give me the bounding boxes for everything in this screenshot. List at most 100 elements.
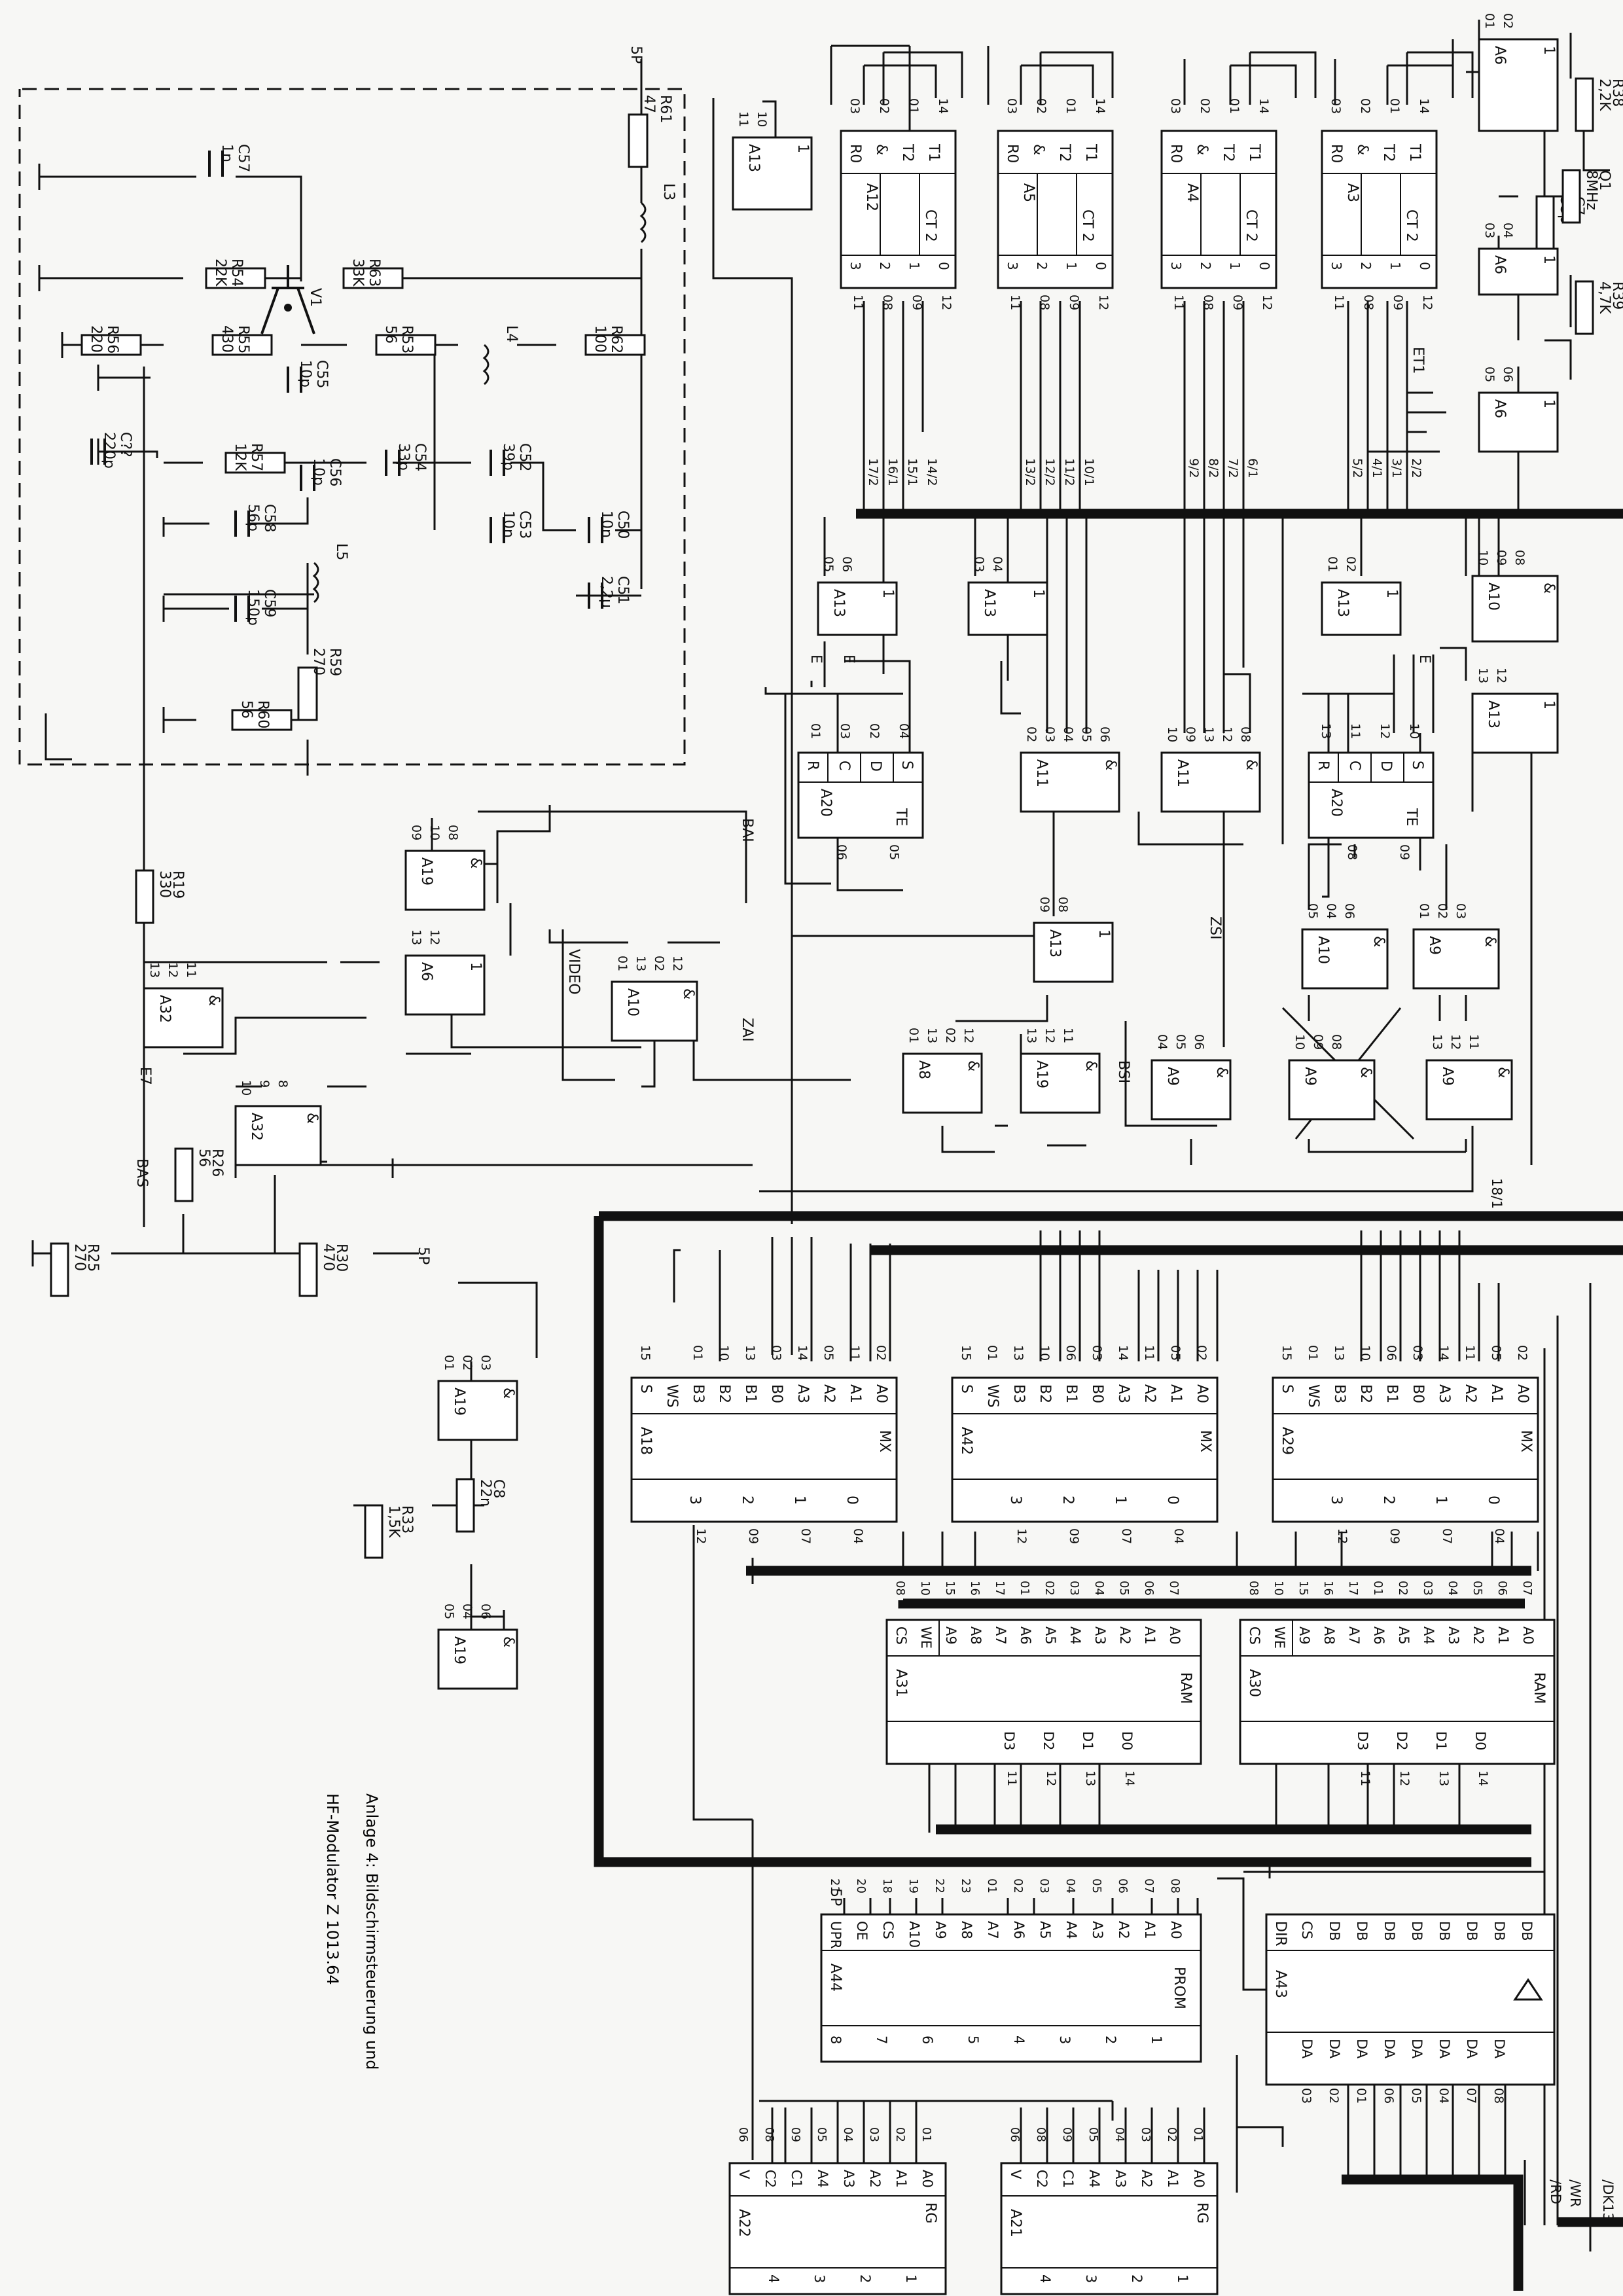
ram-dividers [887, 1620, 1201, 1722]
bus-tap-label: 13/2 [1023, 458, 1037, 486]
transistor-symbol [260, 265, 315, 334]
gate-op: & [1495, 1067, 1511, 1078]
mux-top-pin: 05 [1168, 1345, 1183, 1361]
component-ref: R19 [169, 870, 186, 899]
mux-out-pin: 04 [1171, 1528, 1186, 1544]
ram-name: A30 [1246, 1669, 1262, 1697]
prom-out-label: 6 [919, 2036, 935, 2044]
mux-top-pin: 02 [1194, 1345, 1209, 1361]
gate-op: 1 [1541, 399, 1557, 408]
gate-pin: 8 [276, 1080, 290, 1088]
counter-top-pin: 02 [1358, 98, 1372, 114]
resistor-body [211, 334, 273, 356]
resistor-body [205, 267, 266, 289]
bus-tap-label: 4/1 [1370, 458, 1384, 478]
resistor-body [628, 113, 649, 168]
component-ref: C58 [261, 504, 277, 532]
ram-pin-label: A8 [968, 1626, 984, 1645]
gate-name: A11 [1174, 759, 1190, 787]
component-l4: L4 [482, 325, 520, 386]
mux-out-label: 2 [1380, 1496, 1397, 1505]
mux-pin-label: B3 [1331, 1384, 1347, 1403]
counter-out-label: 2 [1198, 262, 1213, 270]
component-body [174, 1147, 194, 1202]
gate-op: 1 [1541, 255, 1557, 264]
ram-top-pin: 08 [1247, 1581, 1260, 1596]
counter-dividers [841, 173, 955, 256]
component-ref: C8 [490, 1479, 507, 1498]
component-ref: C53 [516, 511, 533, 539]
caption-line-2: HF-Modulator Z 1013.64 [323, 1793, 342, 1985]
counter-name: A4 [1184, 183, 1200, 202]
ram-name: A31 [893, 1669, 909, 1697]
component-ref: C?? [117, 432, 134, 457]
bus-tap-label: 17/2 [866, 458, 880, 486]
mux-pin-label: A2 [1462, 1384, 1478, 1403]
mux-top-pin: 15 [638, 1345, 652, 1361]
gate-body [732, 136, 813, 211]
counter-bottom-pin: 09 [910, 295, 924, 310]
mux-pin-label: S [958, 1384, 974, 1393]
counter-pin-label: & [1030, 144, 1046, 155]
counter-pin-label: R0 [847, 144, 863, 163]
component-value: 10n [598, 511, 615, 538]
mux-top-pin: 06 [1384, 1345, 1399, 1361]
gate-pin: 10 [1293, 1034, 1307, 1050]
component-l3: L3 [639, 183, 677, 243]
ram-pin-label: A0 [1167, 1626, 1183, 1645]
mux-top-pin: 11 [1463, 1345, 1477, 1361]
mux-top-pin: 11 [847, 1345, 862, 1361]
counter-top-pin: 03 [1005, 98, 1019, 114]
ram-pin-label: A3 [1092, 1626, 1108, 1645]
component-value: 100 [592, 325, 608, 353]
gate-body [1321, 581, 1402, 636]
shiftreg-pin-label: A4 [1086, 2170, 1102, 2188]
mux-pin-label: B0 [768, 1384, 785, 1403]
component-body [364, 1504, 383, 1559]
gate-pin: 02 [652, 956, 666, 971]
counter-out-label: 3 [1168, 262, 1184, 270]
flipflop-pin-label: S [1409, 761, 1425, 770]
bus-edge-label: /WR [1567, 2179, 1583, 2207]
component-ref: C55 [313, 360, 330, 388]
bus-tap-label: 16/1 [885, 458, 900, 486]
resistor-body [231, 709, 293, 731]
gate-name: A32 [156, 995, 173, 1023]
gate-name: A6 [1491, 399, 1508, 418]
mux-pin-label: B2 [1037, 1384, 1053, 1403]
counter-pin-label: T2 [899, 143, 916, 162]
mux-top-pin: 01 [1306, 1345, 1320, 1361]
power-label: 5P [415, 1247, 431, 1265]
mux-pin-label: A0 [873, 1384, 889, 1403]
shiftreg-top-pin: 08 [1034, 2127, 1048, 2142]
gate-name: A9 [1426, 936, 1442, 955]
counter-pin-label: T2 [1220, 143, 1236, 162]
rf-module-boundary [18, 88, 686, 766]
mux-top-pin: 10 [1358, 1345, 1372, 1361]
mux-pin-label: WS [664, 1384, 680, 1408]
ram-top-pin: 01 [1371, 1581, 1385, 1596]
shiftreg-top-pin: 09 [1060, 2127, 1074, 2142]
inductor-coil [639, 202, 647, 243]
ram-data-pin: 14 [1476, 1770, 1490, 1786]
buffer-pin-label: DB [1409, 1921, 1425, 1941]
gate-name: A8 [916, 1060, 932, 1079]
ram-top-pin: 03 [1421, 1581, 1435, 1596]
mux-pin-label: B2 [1357, 1384, 1374, 1403]
shiftreg-top-pin: 02 [1165, 2127, 1179, 2142]
component-value: 8MHz [1583, 170, 1599, 210]
counter-top-pin: 01 [1227, 98, 1241, 114]
